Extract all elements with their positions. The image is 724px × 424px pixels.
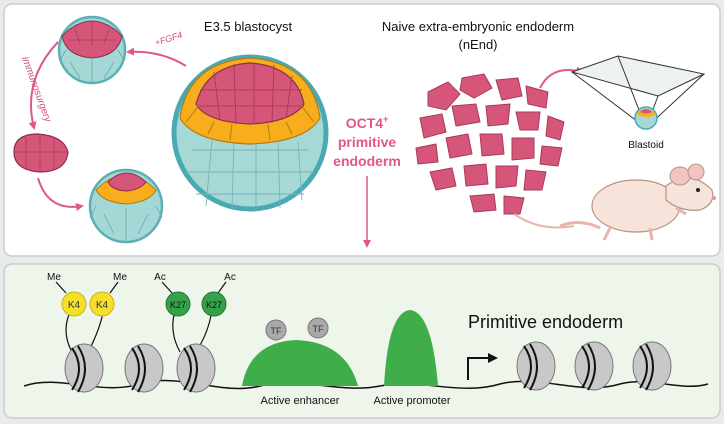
nucleosomes xyxy=(64,341,672,393)
active-promoter xyxy=(384,310,438,386)
tf-label: TF xyxy=(271,326,282,336)
h3k4-mark: K4 xyxy=(89,291,115,317)
h3k4-mark: K4 xyxy=(61,291,87,317)
ac-label: Ac xyxy=(154,272,166,283)
transcription-start-arrow xyxy=(467,353,498,380)
nend-cell-cluster xyxy=(415,73,565,215)
top-panel xyxy=(3,3,721,257)
oct4-line2: primitive xyxy=(338,134,397,150)
nucleosome xyxy=(124,343,164,393)
small-blastocyst xyxy=(57,15,127,85)
promoter-label: Active promoter xyxy=(373,395,450,407)
oct4-superscript: + xyxy=(383,114,388,124)
me-label: Me xyxy=(47,272,61,283)
reconstituted-blastocyst xyxy=(88,168,164,244)
transcription-factor: TF xyxy=(265,319,287,341)
active-enhancer xyxy=(242,340,358,386)
bottom-panel xyxy=(3,263,721,419)
k27-label: K27 xyxy=(170,300,186,310)
h3k27-mark: K27 xyxy=(201,291,227,317)
blastoid-label: Blastoid xyxy=(628,140,664,151)
immunosurgery-arrow xyxy=(28,41,59,130)
nucleosome xyxy=(64,343,104,393)
oct4-label: OCT4 xyxy=(346,115,384,131)
bottom-panel-title: Primitive endoderm xyxy=(468,312,623,332)
nucleosome xyxy=(516,341,556,391)
nucleosome xyxy=(632,341,672,391)
oct4-line3: endoderm xyxy=(333,153,401,169)
tf-label: TF xyxy=(313,324,324,334)
oct4-label-group: OCT4+ primitive endoderm xyxy=(333,114,401,169)
k27-label: K27 xyxy=(206,300,222,310)
regrowth-arrow xyxy=(37,177,84,211)
enhancer-label: Active enhancer xyxy=(261,395,340,407)
h3k27-mark: K27 xyxy=(165,291,191,317)
blastocyst-title: E3.5 blastocyst xyxy=(204,19,293,34)
icm-clump xyxy=(13,133,69,173)
mouse-icon xyxy=(513,163,716,241)
svg-text:OCT4+: OCT4+ xyxy=(346,114,389,131)
transcription-factor: TF xyxy=(307,317,329,339)
large-blastocyst xyxy=(171,54,329,212)
nend-title-line1: Naive extra-embryonic endoderm xyxy=(382,19,574,34)
k4-label: K4 xyxy=(68,300,81,311)
ac-label: Ac xyxy=(224,272,236,283)
blastoid xyxy=(634,106,658,130)
nend-title-line2: (nEnd) xyxy=(458,37,497,52)
nucleosome xyxy=(176,343,216,393)
fgf4-arrow xyxy=(126,47,187,67)
k4-label: K4 xyxy=(96,300,109,311)
nucleosome xyxy=(574,341,614,391)
me-label: Me xyxy=(113,272,127,283)
